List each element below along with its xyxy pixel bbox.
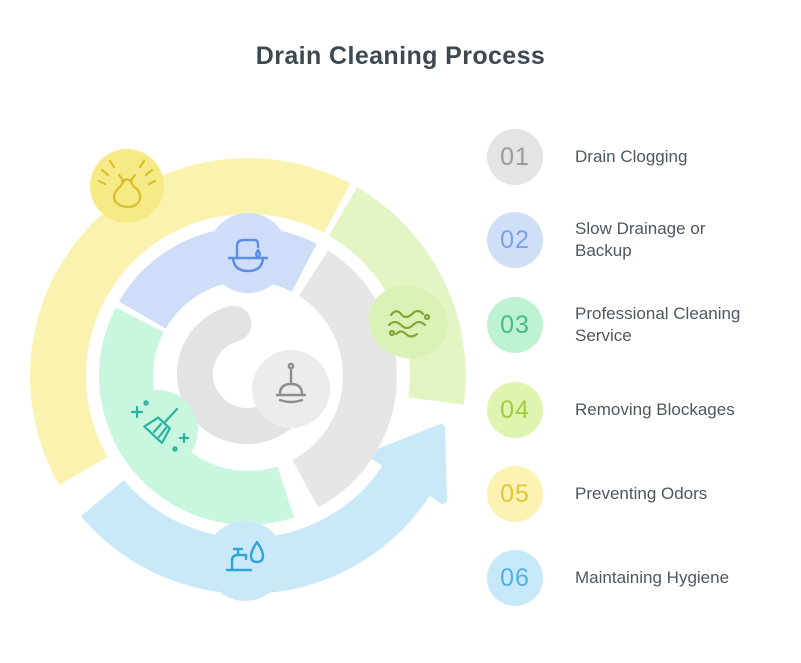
step-label: Slow Drainage or Backup bbox=[575, 218, 706, 260]
broom-icon-circle bbox=[118, 390, 198, 470]
clog-icon bbox=[387, 309, 431, 338]
sink-icon-circle bbox=[208, 213, 288, 293]
legend-item-01: 01 Drain Clogging bbox=[487, 129, 747, 185]
sink-icon bbox=[227, 238, 269, 273]
step-label: Maintaining Hygiene bbox=[575, 567, 730, 587]
step-number-badge: 06 bbox=[487, 550, 543, 606]
arc-step-05-odors bbox=[30, 157, 351, 485]
step-number-badge: 02 bbox=[487, 212, 543, 268]
step-label: Preventing Odors bbox=[575, 483, 708, 503]
step-label: Removing Blockages bbox=[575, 399, 735, 419]
clog-icon-circle bbox=[368, 285, 448, 359]
arc-step-01-clogging bbox=[291, 250, 397, 508]
broom-icon bbox=[130, 400, 190, 452]
odor-bag-icon bbox=[97, 159, 157, 209]
legend-item-03: 03 Professional Cleaning Service bbox=[487, 297, 747, 353]
odor-bag-icon-circle bbox=[90, 149, 164, 223]
step-number-badge: 05 bbox=[487, 466, 543, 522]
plunger-icon-circle bbox=[252, 350, 330, 428]
step-label: Drain Clogging bbox=[575, 146, 688, 166]
legend-item-05: 05 Preventing Odors bbox=[487, 466, 747, 522]
step-number-badge: 03 bbox=[487, 297, 543, 353]
step-number-badge: 01 bbox=[487, 129, 543, 185]
plunger-icon bbox=[275, 362, 307, 404]
step-number-badge: 04 bbox=[487, 382, 543, 438]
water-tap-icon bbox=[225, 540, 265, 572]
flow-arrow-head bbox=[369, 424, 447, 504]
legend-item-02: 02 Slow Drainage or Backup bbox=[487, 212, 747, 268]
page-title: Drain Cleaning Process bbox=[255, 42, 546, 70]
legend-item-06: 06 Maintaining Hygiene bbox=[487, 550, 747, 606]
water-tap-icon-circle bbox=[205, 521, 285, 601]
step-label: Professional Cleaning Service bbox=[575, 303, 741, 345]
legend-item-04: 04 Removing Blockages bbox=[487, 382, 747, 438]
